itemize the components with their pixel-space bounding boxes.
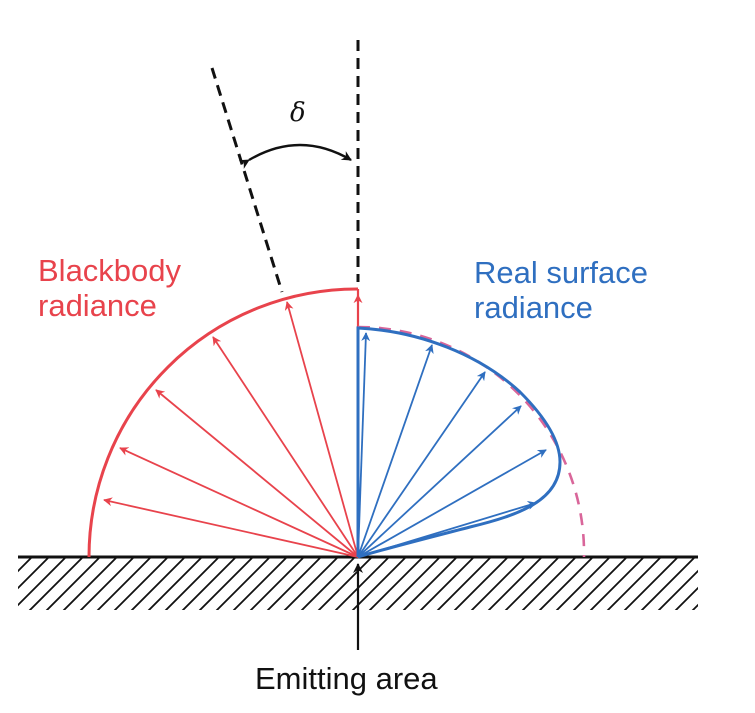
real-surface-arrow bbox=[357, 405, 522, 558]
hatch-line bbox=[640, 558, 695, 610]
hatch-line bbox=[147, 558, 202, 610]
angle-arc bbox=[238, 143, 352, 169]
hatch-line bbox=[96, 558, 151, 610]
hatch-line bbox=[572, 558, 627, 610]
hatch-line bbox=[249, 558, 304, 610]
blackbody-arrow bbox=[119, 447, 359, 558]
hatch-line bbox=[300, 558, 355, 610]
hatch-line bbox=[181, 558, 236, 610]
blackbody-label: Blackbody radiance bbox=[38, 253, 182, 323]
hatch-line bbox=[18, 558, 66, 607]
hatch-line bbox=[198, 558, 253, 610]
blackbody-arrow bbox=[103, 497, 359, 558]
angle-label: δ bbox=[290, 98, 306, 128]
emitting-area-label: Emitting area bbox=[255, 661, 438, 696]
hatch-line bbox=[266, 558, 321, 610]
hatch-line bbox=[504, 558, 559, 610]
hatch-line bbox=[351, 558, 406, 610]
hatch-line bbox=[283, 558, 338, 610]
hatch-line bbox=[368, 558, 423, 610]
blackbody-arrow bbox=[212, 336, 359, 558]
real-surface-arrow bbox=[357, 449, 547, 558]
hatch-line bbox=[232, 558, 287, 610]
blackbody-arrow bbox=[284, 301, 359, 558]
hatch-line bbox=[18, 558, 32, 573]
tilted-dashed-line bbox=[210, 67, 284, 293]
hatch-line bbox=[436, 558, 491, 610]
real-surface-arrow bbox=[357, 332, 371, 558]
hatch-line bbox=[691, 603, 698, 610]
hatch-line bbox=[164, 558, 219, 610]
ideal-dashed-arc bbox=[357, 325, 586, 558]
hatch-line bbox=[606, 558, 661, 610]
real-surface-curve bbox=[356, 326, 562, 559]
hatch-line bbox=[742, 558, 755, 612]
blackbody-arrow bbox=[155, 389, 359, 558]
hatch-line bbox=[708, 558, 755, 612]
hatch-line bbox=[402, 558, 457, 610]
real-surface-arrow bbox=[357, 344, 434, 558]
blackbody-arrows bbox=[103, 294, 363, 558]
hatch-line bbox=[623, 558, 678, 610]
ground-hatching bbox=[0, 558, 755, 612]
real-surface-label: Real surface radiance bbox=[474, 255, 649, 325]
hatch-line bbox=[113, 558, 168, 610]
hatch-line bbox=[521, 558, 576, 610]
hatch-line bbox=[18, 558, 49, 590]
hatch-line bbox=[470, 558, 525, 610]
hatch-line bbox=[28, 558, 83, 610]
real-surface-arrows bbox=[357, 332, 547, 558]
real-surface-arrow bbox=[357, 371, 486, 558]
hatch-line bbox=[453, 558, 508, 610]
hatch-line bbox=[385, 558, 440, 610]
hatch-line bbox=[487, 558, 542, 610]
hatch-line bbox=[419, 558, 474, 610]
hatch-line bbox=[130, 558, 185, 610]
hatch-line bbox=[725, 558, 755, 612]
hatch-line bbox=[538, 558, 593, 610]
hatch-line bbox=[657, 569, 698, 610]
blackbody-arc bbox=[87, 287, 359, 558]
hatch-line bbox=[555, 558, 610, 610]
hatch-line bbox=[589, 558, 644, 610]
hatch-line bbox=[0, 558, 14, 612]
real-surface-arrow bbox=[357, 501, 537, 558]
hatch-line bbox=[45, 558, 100, 610]
hatch-line bbox=[62, 558, 117, 610]
hatch-line bbox=[79, 558, 134, 610]
hatch-line bbox=[674, 586, 698, 610]
hatch-line bbox=[317, 558, 372, 610]
hatch-line bbox=[334, 558, 389, 610]
hatch-line bbox=[215, 558, 270, 610]
